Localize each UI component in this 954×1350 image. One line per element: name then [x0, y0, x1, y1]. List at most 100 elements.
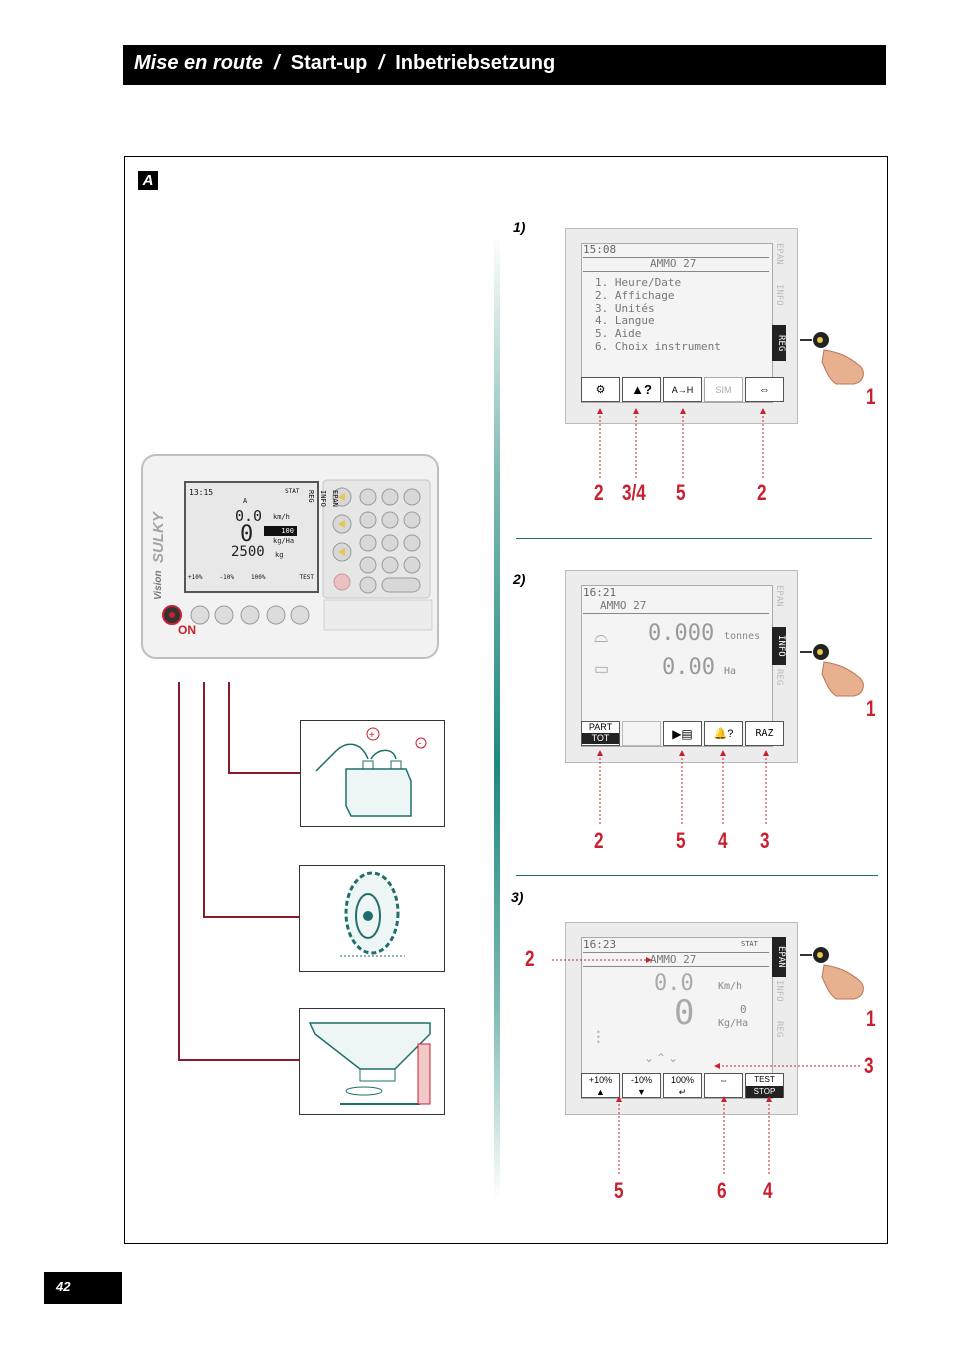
device-softkey: 100%	[251, 574, 266, 581]
boundary-icon: ⇔	[719, 1075, 728, 1085]
vertical-divider	[494, 235, 500, 1200]
area-unit: Ha	[724, 666, 737, 677]
menu-item[interactable]: 5. Aide	[595, 327, 642, 341]
page-number: 42	[44, 1272, 122, 1304]
device-softkey: +10%	[188, 574, 203, 581]
screen-time: 16:21	[583, 586, 617, 599]
device-rate-unit: kg/Ha	[273, 537, 295, 545]
menu-item[interactable]: 4. Langue	[595, 314, 655, 328]
step-separator	[516, 875, 878, 876]
softkey-sim[interactable]: SIM	[704, 377, 743, 402]
tab-info[interactable]: INFO	[774, 284, 784, 306]
device-tab: REG	[307, 490, 315, 503]
softkey-row: ⚙ ▲? A→H SIM ⇔	[581, 377, 784, 402]
menu-item[interactable]: 3. Unités	[595, 301, 655, 315]
softkey-empty[interactable]	[622, 721, 661, 746]
callout-number: 5	[676, 828, 686, 853]
callout-number: 6	[717, 1178, 727, 1203]
device-weight: 2500	[231, 544, 265, 560]
tab-reg[interactable]: REG	[774, 669, 784, 686]
wheel-panel	[299, 865, 445, 972]
device-tab: EPAN	[331, 490, 339, 507]
screen-product: AMMO 27	[600, 599, 647, 612]
rate-unit: Kg/Ha	[718, 1018, 749, 1029]
tab-epan[interactable]: EPAN	[772, 937, 786, 977]
softkey-width[interactable]: ⇔	[704, 1073, 743, 1098]
device-model: Vision	[153, 570, 164, 600]
spread-width-icon: ⌄⌃⌄	[644, 1051, 681, 1065]
finger-press-icon	[800, 332, 864, 385]
device-rate-box: 100	[264, 526, 297, 536]
menu-item[interactable]: 6. Choix instrument	[595, 339, 721, 353]
svg-text:+: +	[369, 730, 375, 741]
finger-press-icon	[800, 644, 864, 697]
spread-width-icon: ⇔	[759, 383, 770, 396]
figure-frame	[124, 156, 888, 1244]
callout-number: 4	[763, 1178, 773, 1203]
softkey-width[interactable]: ⇔	[745, 377, 784, 402]
softkey-plus10[interactable]: +10%▲	[581, 1073, 620, 1098]
rate-value: 0	[674, 993, 695, 1033]
step-separator	[516, 538, 872, 539]
menu-item[interactable]: 1. Heure/Date	[595, 276, 682, 289]
screen-status: STAT	[741, 940, 758, 948]
page-title: Mise en route / Start-up / Inbetriebsetz…	[134, 52, 556, 74]
svg-text:-: -	[419, 738, 422, 748]
tab-epan[interactable]: EPAN	[774, 585, 784, 607]
callout-number: 3	[864, 1053, 874, 1078]
softkey-minus10[interactable]: -10%▼	[622, 1073, 661, 1098]
document-icon: ▶▤	[672, 726, 693, 741]
softkey-raz[interactable]: RAZ	[745, 721, 784, 746]
speed-unit: Km/h	[718, 981, 743, 992]
callout-number: 2	[594, 480, 604, 505]
softkey-record[interactable]: ▶▤	[663, 721, 702, 746]
device-softkey-row: +10% -10% 100% TEST	[188, 574, 314, 581]
device-softkey: TEST	[299, 574, 314, 581]
screen-product: AMMO 27	[650, 953, 697, 966]
tab-reg[interactable]: REG	[772, 325, 786, 361]
callout-lines	[597, 750, 769, 826]
screen-time: 15:08	[583, 243, 617, 256]
callout-number: 2	[757, 480, 767, 505]
screen-product: AMMO 27	[650, 257, 697, 270]
device-status: STAT	[285, 488, 300, 495]
softkey-alarm-help[interactable]: 🔔?	[704, 721, 743, 746]
on-label: ON	[178, 623, 196, 637]
area-value: 0.00	[662, 655, 715, 680]
arrow-down-icon: ▼	[637, 1087, 646, 1097]
callout-number: 1	[866, 696, 876, 721]
weight-icon: ▲	[631, 382, 644, 397]
tab-info[interactable]: INFO	[772, 627, 786, 665]
softkey-weigh-help[interactable]: ▲?	[622, 377, 661, 402]
callout-number: 5	[676, 480, 686, 505]
device-brand: SULKY	[150, 512, 167, 563]
step-label: 2)	[513, 571, 526, 587]
tab-info[interactable]: INFO	[774, 980, 784, 1002]
spreader-panel	[299, 1008, 445, 1115]
screen-step-1: 15:08 AMMO 27 1. Heure/Date 2. Affichage…	[565, 228, 798, 424]
device-speed-unit: km/h	[273, 513, 290, 521]
callout-number: 4	[718, 828, 728, 853]
tab-reg[interactable]: REG	[774, 1021, 784, 1038]
rate-small-value: 0	[740, 1003, 747, 1016]
spreader-disc-icon: ⌓	[594, 626, 609, 646]
callout-number: 3	[760, 828, 770, 853]
spinner-icon: ⚙	[595, 384, 606, 396]
softkey-100[interactable]: 100%↵	[663, 1073, 702, 1098]
arrow-up-icon: ▲	[596, 1087, 605, 1097]
softkey-spread-check[interactable]: ⚙	[581, 377, 620, 402]
softkey-product[interactable]: A→H	[663, 377, 702, 402]
screen-step-3: 16:23 STAT AMMO 27 0.0 Km/h 0 0 Kg/Ha ⫶ …	[565, 922, 798, 1115]
screen-step-2: 16:21 AMMO 27 ⌓ 0.000 tonnes ▭ 0.00 Ha E…	[565, 570, 798, 763]
tab-epan[interactable]: EPAN	[774, 243, 784, 265]
device-softkey: -10%	[219, 574, 234, 581]
callout-number: 2	[594, 828, 604, 853]
menu-item[interactable]: 2. Affichage	[595, 288, 675, 302]
quantity-value: 0.000	[648, 621, 715, 646]
header-bar	[123, 45, 886, 85]
screen-time: 16:23	[583, 938, 617, 951]
device-time: 13:15	[189, 488, 214, 497]
